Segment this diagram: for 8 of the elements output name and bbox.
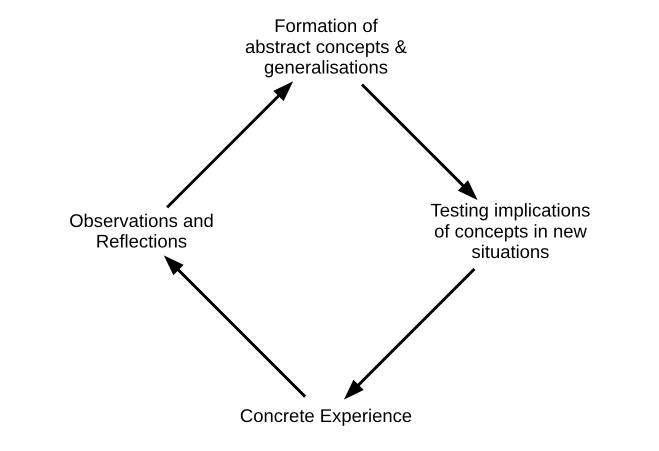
arrow: [163, 255, 306, 398]
node-text: Formation of abstract concepts & generalisations: [244, 15, 406, 78]
arrow: [343, 268, 475, 400]
node-text: Testing implications of concepts in new situations: [430, 200, 590, 262]
node-text: Concrete Experience: [239, 404, 412, 426]
arrow: [360, 83, 478, 200]
node-text: Observations and Reflections: [68, 210, 214, 252]
arrow: [166, 81, 293, 208]
